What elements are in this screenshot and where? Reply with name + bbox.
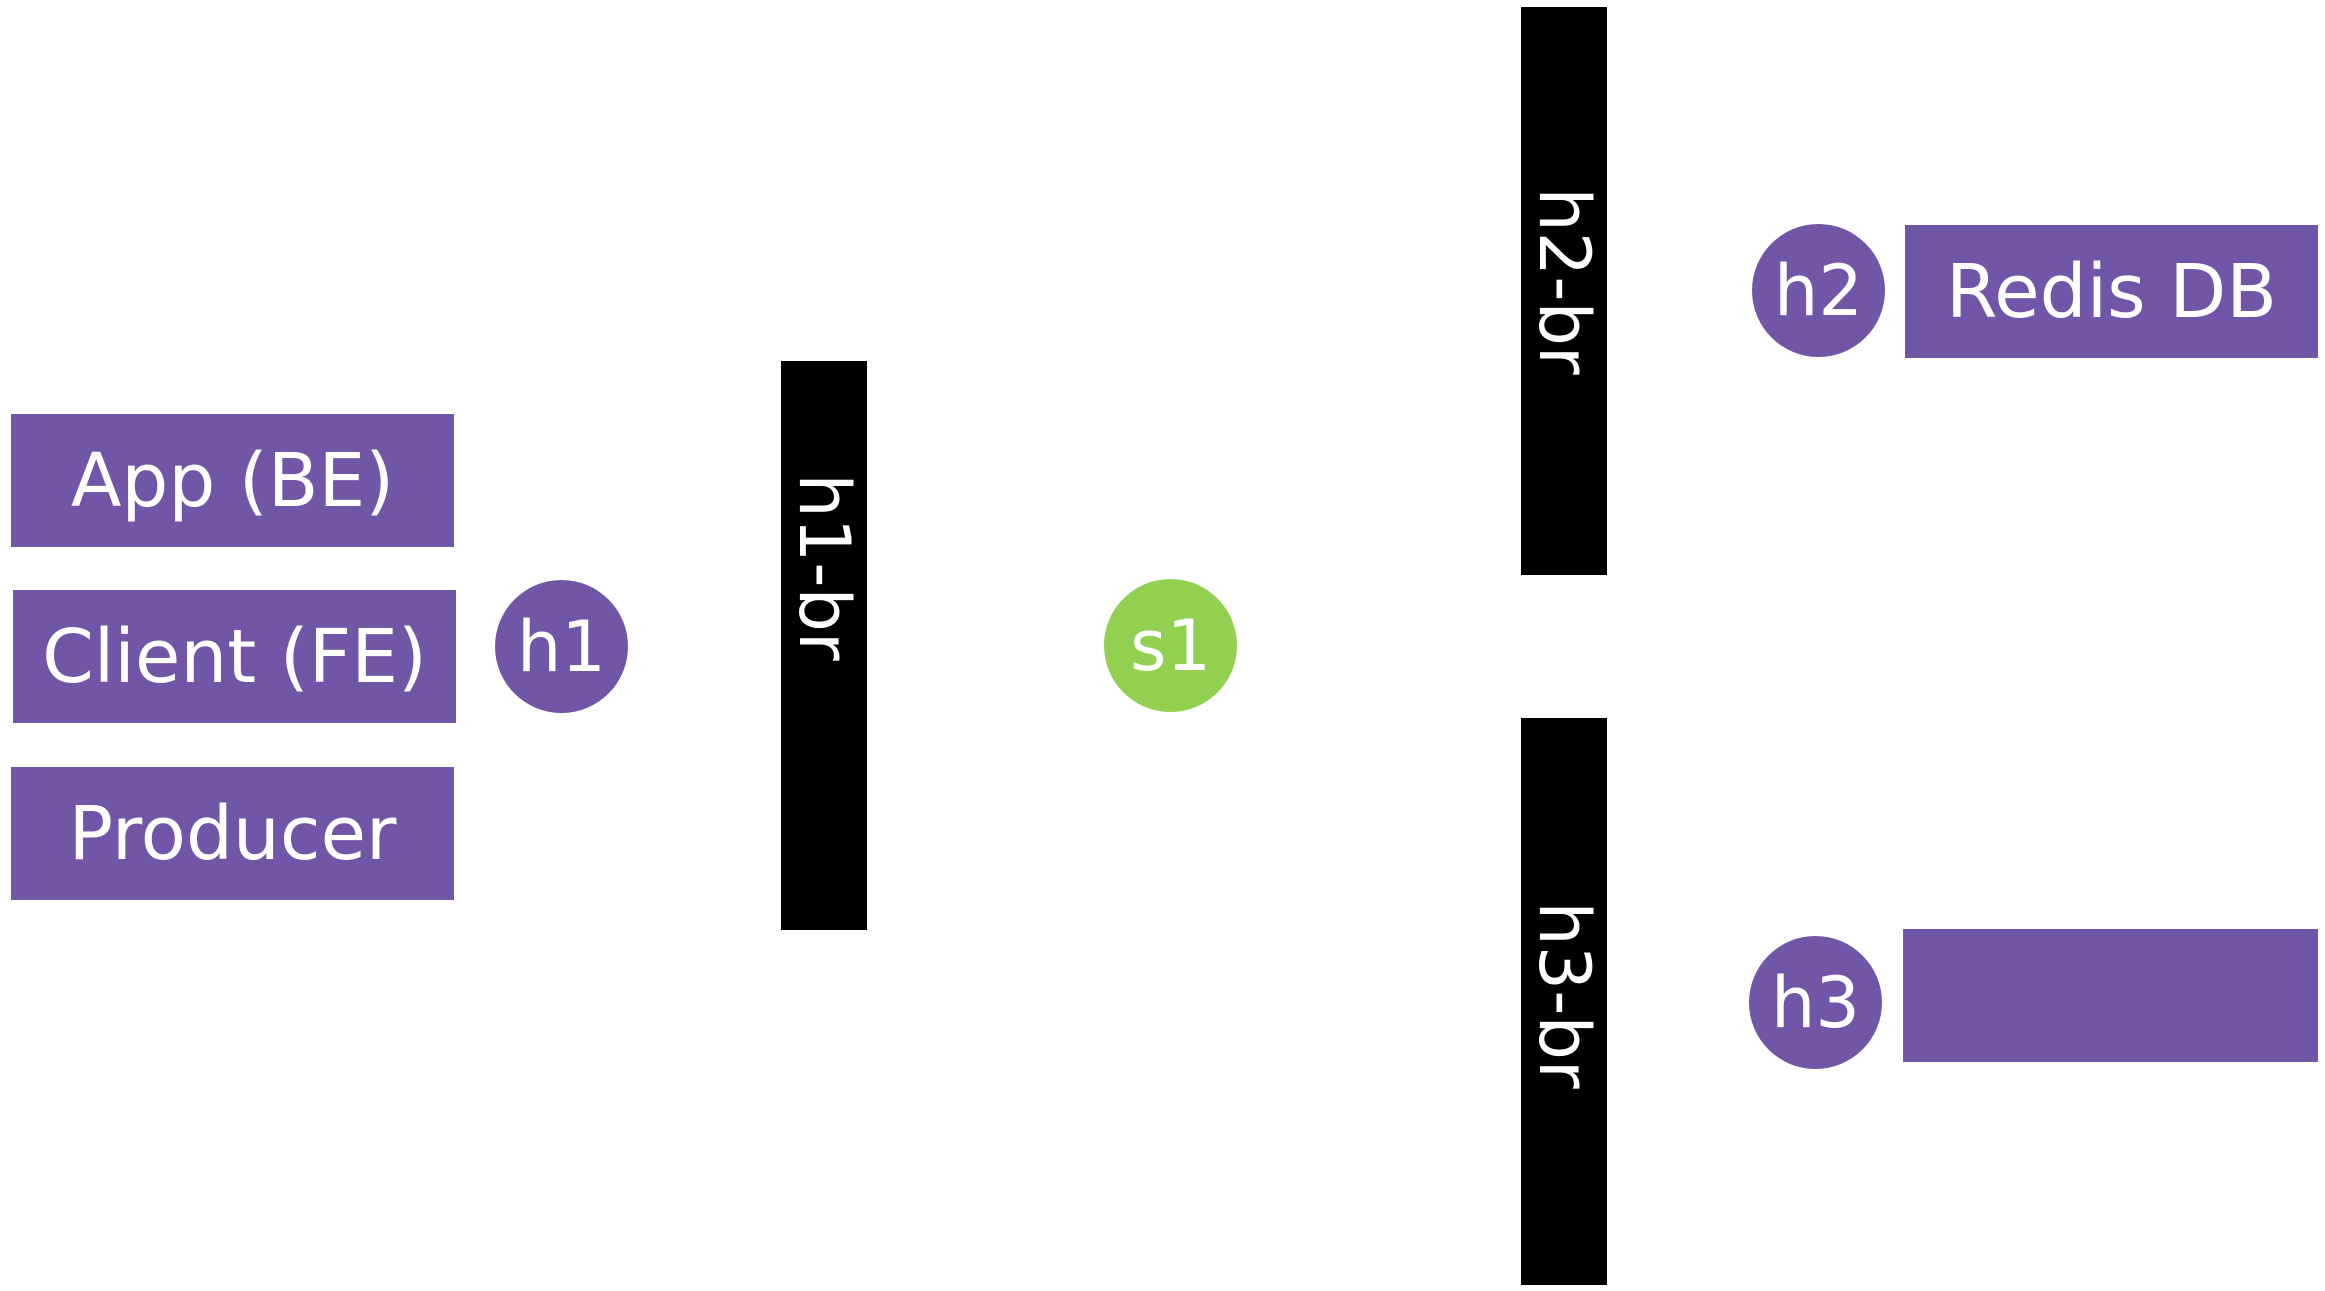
host-h3-label: h3 bbox=[1771, 961, 1860, 1044]
host-h1: h1 bbox=[495, 580, 628, 713]
bridge-h1-br: h1-br bbox=[781, 361, 867, 930]
switch-s1-label: s1 bbox=[1129, 604, 1211, 687]
service-client-fe: Client (FE) bbox=[13, 590, 456, 723]
bridge-h3-br: h3-br bbox=[1521, 718, 1607, 1285]
host-h1-label: h1 bbox=[517, 605, 606, 688]
service-client-fe-label: Client (FE) bbox=[42, 613, 427, 700]
bridge-h1-br-label: h1-br bbox=[783, 472, 865, 661]
service-app-be-label: App (BE) bbox=[70, 437, 395, 524]
host-h2-label: h2 bbox=[1774, 249, 1863, 332]
service-h3-empty bbox=[1903, 929, 2318, 1062]
host-h3: h3 bbox=[1749, 936, 1882, 1069]
service-producer-label: Producer bbox=[68, 790, 397, 877]
service-redis-db: Redis DB bbox=[1905, 225, 2318, 358]
switch-s1: s1 bbox=[1104, 579, 1237, 712]
service-app-be: App (BE) bbox=[11, 414, 454, 547]
service-redis-db-label: Redis DB bbox=[1946, 248, 2277, 335]
service-producer: Producer bbox=[11, 767, 454, 900]
bridge-h3-br-label: h3-br bbox=[1523, 900, 1605, 1089]
host-h2: h2 bbox=[1752, 224, 1885, 357]
bridge-h2-br: h2-br bbox=[1521, 7, 1607, 575]
bridge-h2-br-label: h2-br bbox=[1523, 187, 1605, 375]
